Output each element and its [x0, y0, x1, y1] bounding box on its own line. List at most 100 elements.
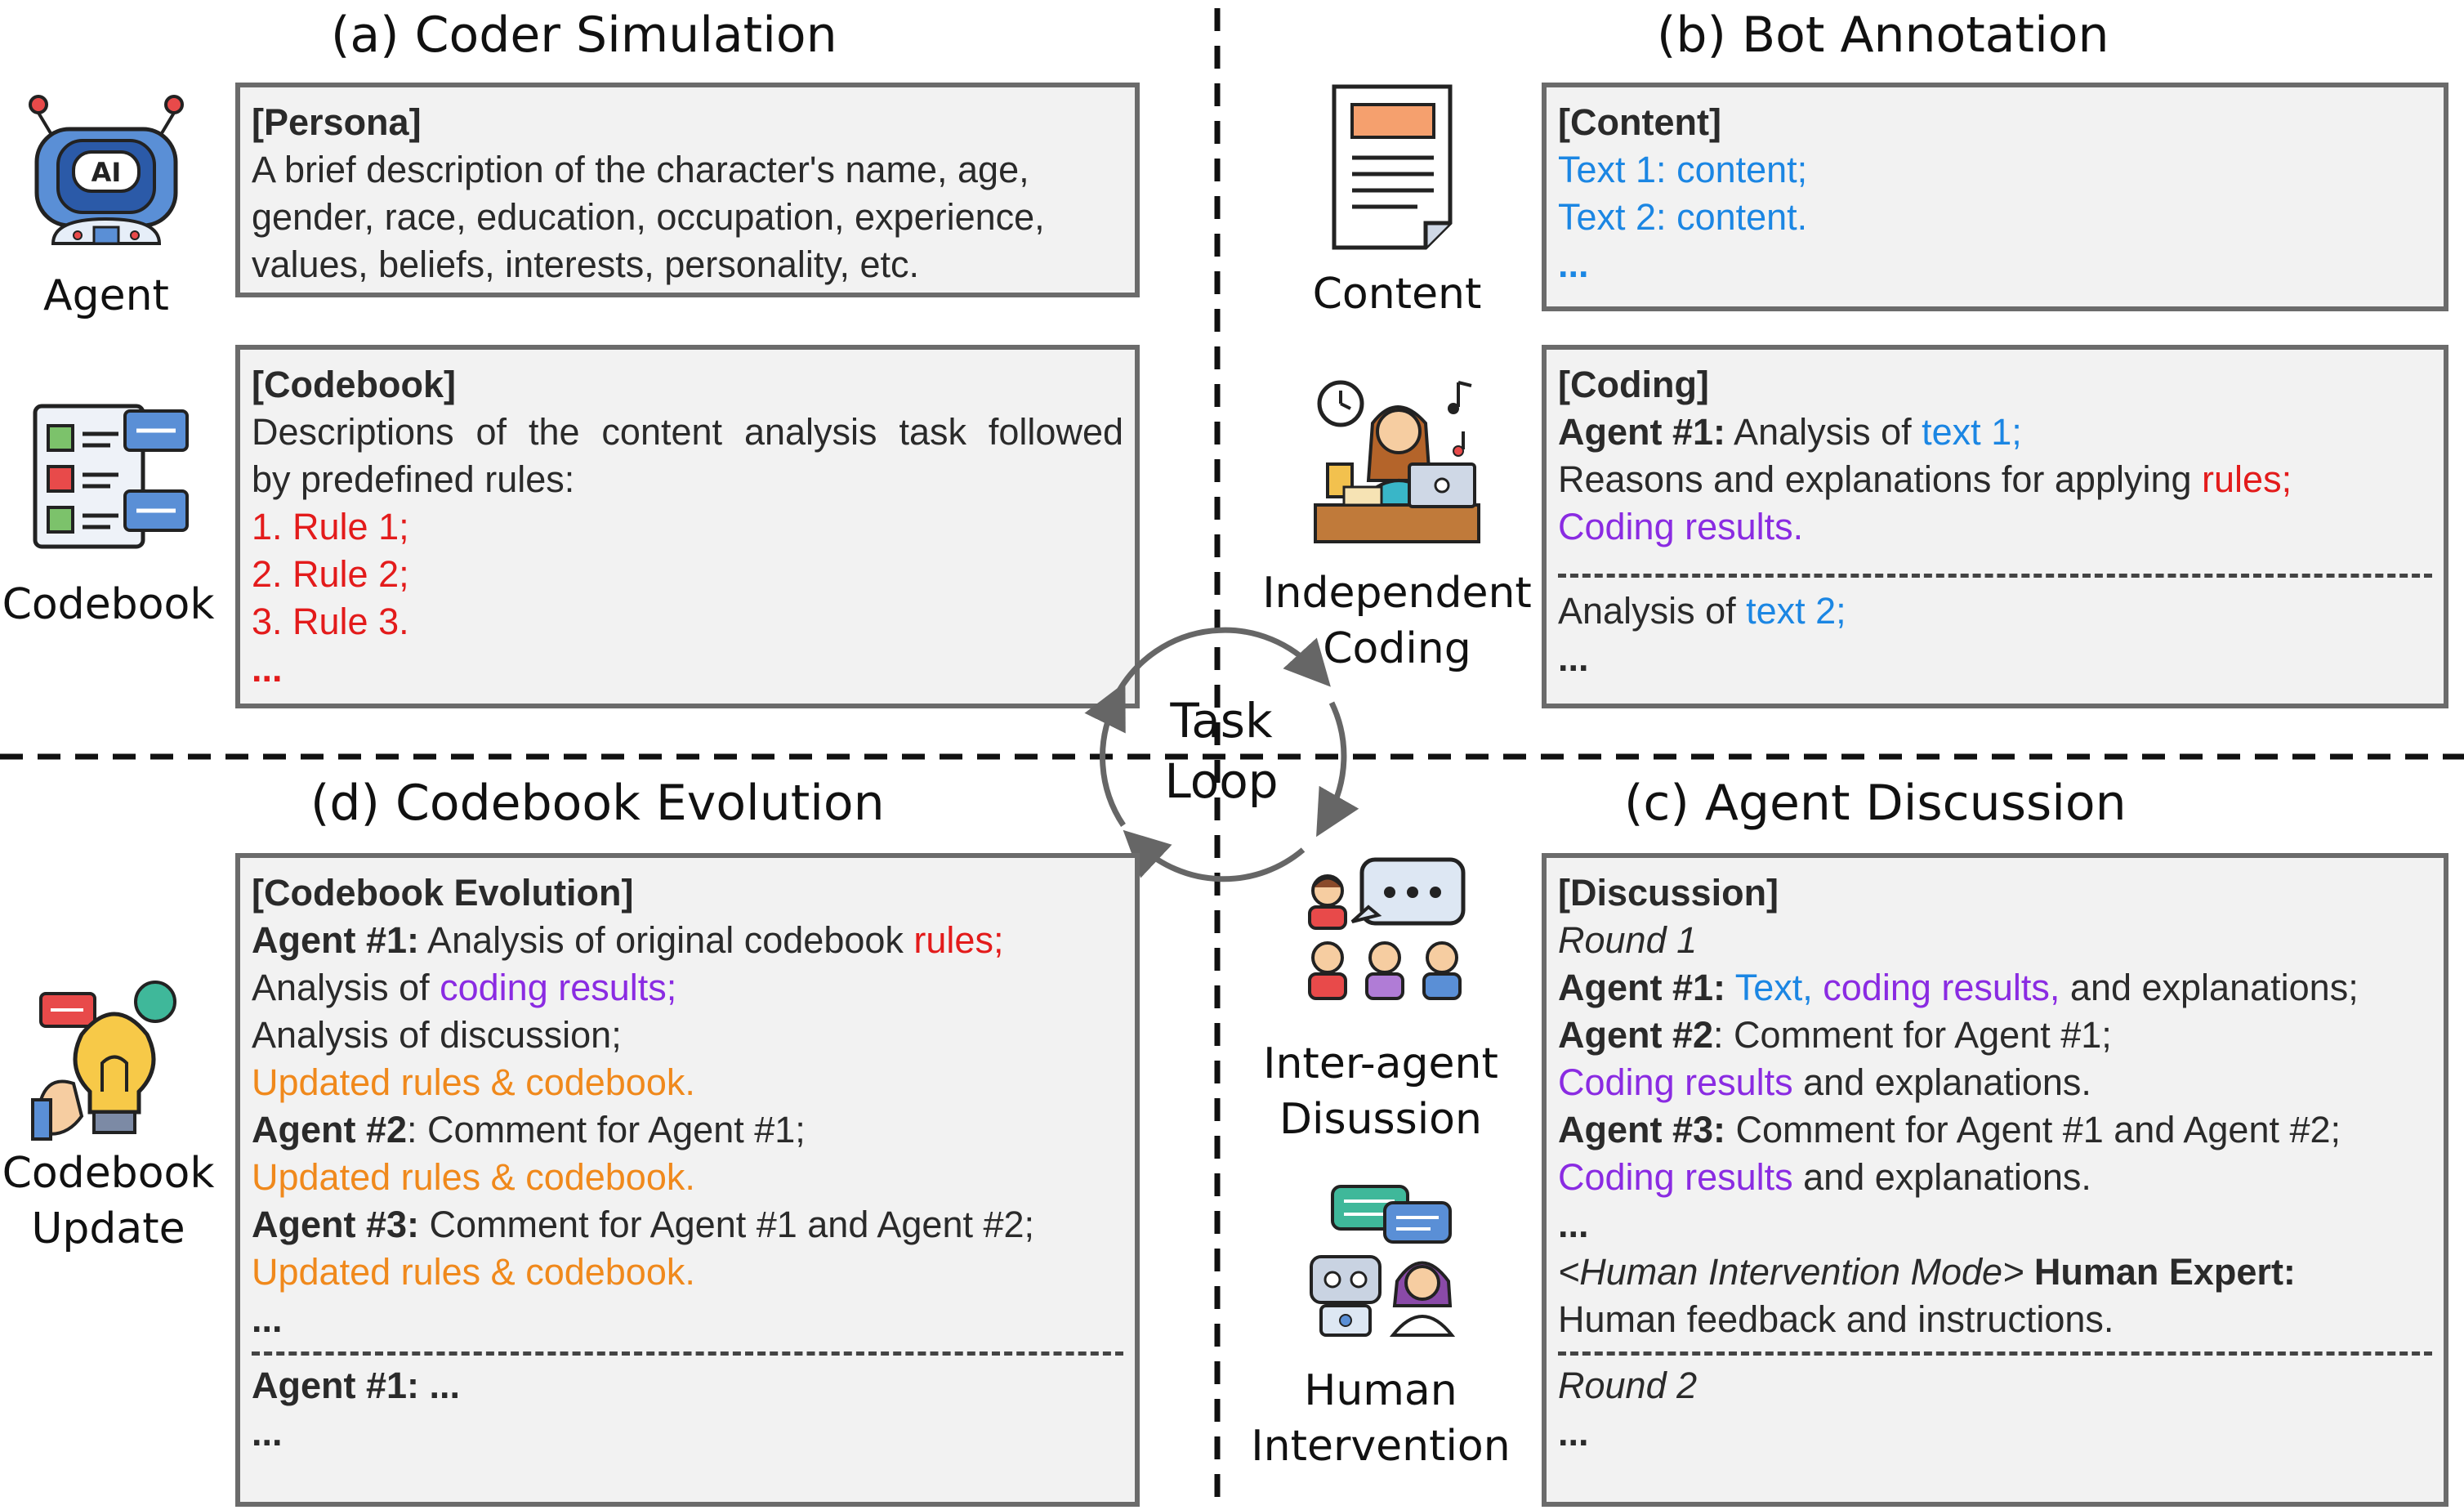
evolution-agent3-name: Agent #3: — [252, 1204, 420, 1245]
discussion-agent3-expl: and explanations. — [1792, 1156, 2091, 1198]
discussion-agent1-text: Text, — [1725, 967, 1813, 1008]
panel-a-title: (a) Coder Simulation — [331, 7, 837, 64]
codebook-label: Codebook — [2, 580, 215, 629]
coding-separator — [1558, 574, 2432, 578]
inter-agent-label-2: Disussion — [1279, 1095, 1482, 1144]
evolution-analysis-discussion: Analysis of discussion; — [252, 1014, 622, 1056]
discussion-separator — [1558, 1351, 2432, 1356]
evolution-agent3-line: Agent #3: Comment for Agent #1 and Agent… — [252, 1201, 1123, 1249]
content-box: [Content] Text 1: content; Text 2: conte… — [1542, 83, 2448, 311]
coding-box: [Coding] Agent #1: Analysis of text 1; R… — [1542, 345, 2448, 708]
discussion-round-1: Round 1 — [1558, 919, 1698, 961]
evolution-agent3-rest: Comment for Agent #1 and Agent #2; — [419, 1204, 1035, 1245]
coding-results-line: Coding results. — [1558, 506, 1804, 547]
lightbulb-update-icon — [31, 981, 176, 1141]
independent-coding-label-2: Coding — [1323, 624, 1471, 673]
coding-ellipsis: ... — [1558, 637, 1589, 679]
coding-header: [Coding] — [1558, 364, 1709, 405]
discussion-agent1-rest: and explanations; — [2060, 967, 2359, 1008]
rule-2: 2. Rule 2; — [252, 553, 409, 595]
discussion-agent3-line: Agent #3: Comment for Agent #1 and Agent… — [1558, 1106, 2432, 1154]
discussion-agent1-name: Agent #1: — [1558, 967, 1726, 1008]
evolution-analysis-line: Analysis of coding results; — [252, 964, 1123, 1012]
evolution-analysis-coding: coding results; — [440, 967, 677, 1008]
discussion-agent1-coding: coding results, — [1812, 967, 2060, 1008]
content-text-2: Text 2: content. — [1558, 196, 1808, 238]
evolution-agent2-rest: : Comment for Agent #1; — [407, 1109, 806, 1150]
evolution-ellipsis-2: ... — [252, 1412, 283, 1454]
codebook-line-1: Descriptions of the content analysis tas… — [252, 411, 1123, 453]
coding-reasons-line: Reasons and explanations for applying ru… — [1558, 456, 2432, 503]
codebook-evolution-box: [Codebook Evolution] Agent #1: Analysis … — [235, 853, 1140, 1507]
discussion-agent3-name: Agent #3: — [1558, 1109, 1726, 1150]
loop-arrow-right — [1316, 701, 1359, 838]
task-loop-line-2: Loop — [1164, 753, 1279, 809]
evolution-agent1-rest: Analysis of original codebook — [419, 919, 914, 961]
discussion-human-feedback: Human feedback and instructions. — [1558, 1298, 2114, 1340]
persona-line-3: values, beliefs, interests, personality,… — [252, 243, 920, 285]
discussion-human-line: <Human Intervention Mode> Human Expert: — [1558, 1249, 2432, 1296]
codebook-update-label-1: Codebook — [2, 1149, 215, 1198]
evolution-agent2-line: Agent #2: Comment for Agent #1; — [252, 1106, 1123, 1154]
loop-arrow-left — [1084, 681, 1126, 827]
rule-ellipsis: ... — [252, 648, 283, 690]
discussion-ellipsis-2: ... — [1558, 1412, 1589, 1454]
evolution-separator — [252, 1351, 1123, 1356]
robot-agent-icon: AI — [29, 95, 184, 245]
discussion-box: [Discussion] Round 1 Agent #1: Text, cod… — [1542, 853, 2448, 1507]
independent-coding-label-1: Independent — [1262, 569, 1532, 618]
discussion-agent1-line: Agent #1: Text, coding results, and expl… — [1558, 964, 2432, 1012]
coding-reasons-pre: Reasons and explanations for applying — [1558, 458, 2203, 500]
panel-c-title: (c) Agent Discussion — [1624, 775, 2127, 832]
discussion-agent2-coding: Coding results — [1558, 1061, 1793, 1103]
evolution-agent2-name: Agent #2 — [252, 1109, 408, 1150]
human-intervention-label-1: Human — [1304, 1366, 1457, 1415]
content-label: Content — [1312, 270, 1482, 319]
evolution-agent1-rules: rules; — [913, 919, 1004, 961]
persona-line-2: gender, race, education, occupation, exp… — [252, 196, 1045, 238]
coding-reasons-rules: rules; — [2202, 458, 2292, 500]
codebook-line-2: by predefined rules: — [252, 458, 575, 500]
discussion-human-expert: Human Expert: — [2024, 1251, 2296, 1293]
discussion-ellipsis: ... — [1558, 1204, 1589, 1245]
person-coding-laptop-icon — [1314, 380, 1480, 543]
content-text-1: Text 1: content; — [1558, 149, 1808, 190]
rule-1: 1. Rule 1; — [252, 506, 409, 547]
coding-analysis-line: Analysis of text 2; — [1558, 587, 2432, 635]
discussion-agent2-rest: : Comment for Agent #1; — [1713, 1014, 2112, 1056]
evolution-updated-2: Updated rules & codebook. — [252, 1156, 695, 1198]
evolution-agent1-name: Agent #1: — [252, 919, 420, 961]
evolution-updated-3: Updated rules & codebook. — [252, 1251, 695, 1293]
group-discussion-icon — [1308, 857, 1466, 1000]
discussion-human-mode: <Human Intervention Mode> — [1558, 1251, 2024, 1293]
codebook-checklist-icon — [33, 404, 189, 549]
content-header: [Content] — [1558, 101, 1721, 143]
human-intervention-label-2: Intervention — [1251, 1422, 1511, 1471]
inter-agent-label-1: Inter-agent — [1263, 1039, 1498, 1088]
panel-b-title: (b) Bot Annotation — [1657, 7, 2109, 64]
discussion-agent3-results: Coding results and explanations. — [1558, 1154, 2432, 1201]
discussion-agent2-results: Coding results and explanations. — [1558, 1059, 2432, 1106]
discussion-agent2-name: Agent #2 — [1558, 1014, 1714, 1056]
persona-box: [Persona] A brief description of the cha… — [235, 83, 1140, 297]
robot-ai-badge: AI — [92, 157, 122, 188]
codebook-header: [Codebook] — [252, 364, 456, 405]
discussion-header: [Discussion] — [1558, 872, 1779, 914]
discussion-agent2-line: Agent #2: Comment for Agent #1; — [1558, 1012, 2432, 1059]
coding-agent1-name: Agent #1: — [1558, 411, 1726, 453]
persona-line-1: A brief description of the character's n… — [252, 149, 1029, 190]
evolution-header: [Codebook Evolution] — [252, 872, 634, 914]
panel-d-title: (d) Codebook Evolution — [310, 775, 885, 832]
evolution-updated-1: Updated rules & codebook. — [252, 1061, 695, 1103]
document-content-icon — [1332, 84, 1453, 250]
coding-agent1-pre: Analysis of — [1725, 411, 1922, 453]
persona-header: [Persona] — [252, 101, 422, 143]
evolution-ellipsis: ... — [252, 1298, 283, 1340]
agent-label: Agent — [43, 271, 169, 320]
loop-arrow-bottom — [1123, 829, 1306, 882]
discussion-agent3-coding: Coding results — [1558, 1156, 1793, 1198]
evolution-analysis-pre: Analysis of — [252, 967, 440, 1008]
evolution-next-agent: Agent #1: ... — [252, 1365, 461, 1406]
robot-human-chat-icon — [1310, 1185, 1456, 1337]
